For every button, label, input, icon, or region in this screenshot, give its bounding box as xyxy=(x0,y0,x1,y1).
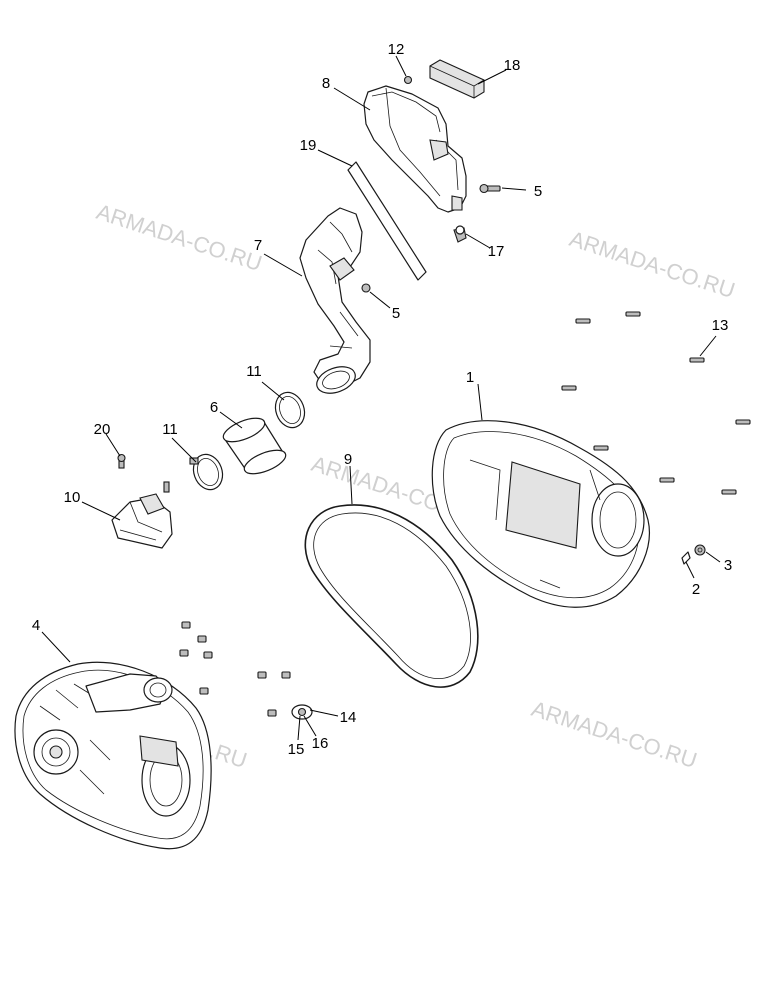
part-17-fitting xyxy=(453,225,467,243)
part-4-bolts xyxy=(179,621,291,717)
part-2-pin xyxy=(681,551,691,565)
callout-10: 10 xyxy=(64,489,81,506)
callout-16: 16 xyxy=(312,735,329,752)
part-18-foam-pad xyxy=(429,59,485,99)
part-10-outlet-duct xyxy=(111,493,173,549)
callout-15: 15 xyxy=(288,741,305,758)
part-13-bolts xyxy=(561,311,751,495)
part-5-screw-upper xyxy=(479,183,501,194)
callout-5-upper: 5 xyxy=(534,183,542,200)
part-1-clutch-cover-outer xyxy=(431,420,650,608)
callout-14: 14 xyxy=(340,709,357,726)
callout-18: 18 xyxy=(504,57,521,74)
part-11-clamp-upper xyxy=(274,391,306,429)
part-12-nut xyxy=(403,75,413,85)
part-6-coupler-sleeve xyxy=(222,417,287,475)
callout-9: 9 xyxy=(344,451,352,468)
callout-7: 7 xyxy=(254,237,262,254)
part-5-screw-middle xyxy=(361,283,371,293)
part-3-nut xyxy=(694,544,706,556)
part-9-drive-belt xyxy=(304,504,479,688)
callout-19: 19 xyxy=(300,137,317,154)
callout-6: 6 xyxy=(210,399,218,416)
callout-labels: 1 2 3 4 5 5 6 7 8 9 10 11 11 12 13 14 15… xyxy=(32,41,732,758)
part-8-intake-duct xyxy=(363,85,467,213)
callout-17: 17 xyxy=(488,243,505,260)
callout-2: 2 xyxy=(692,581,700,598)
callout-13: 13 xyxy=(712,317,729,334)
part-11-clamp-lower xyxy=(189,453,224,491)
callout-8: 8 xyxy=(322,75,330,92)
part-16-screw xyxy=(297,707,307,717)
part-7-intake-tube xyxy=(299,207,371,394)
part-19-seal-strip xyxy=(347,161,427,281)
callout-1: 1 xyxy=(466,369,474,386)
callout-11-upper: 11 xyxy=(246,363,262,380)
watermark: ARMADA-CO.RU xyxy=(566,226,738,303)
callout-4: 4 xyxy=(32,617,40,634)
watermark: ARMADA-CO.RU xyxy=(93,199,265,276)
callout-20: 20 xyxy=(94,421,111,438)
callout-12: 12 xyxy=(388,41,405,58)
watermark: ARMADA-CO.RU xyxy=(528,696,700,773)
screw-near-part-10 xyxy=(163,481,170,493)
callout-5-middle: 5 xyxy=(392,305,400,322)
part-20-screw xyxy=(117,453,126,469)
callout-11-lower: 11 xyxy=(162,421,178,438)
callout-3: 3 xyxy=(724,557,732,574)
leader-lines xyxy=(41,55,721,741)
part-4-clutch-cover-inner xyxy=(14,661,212,850)
